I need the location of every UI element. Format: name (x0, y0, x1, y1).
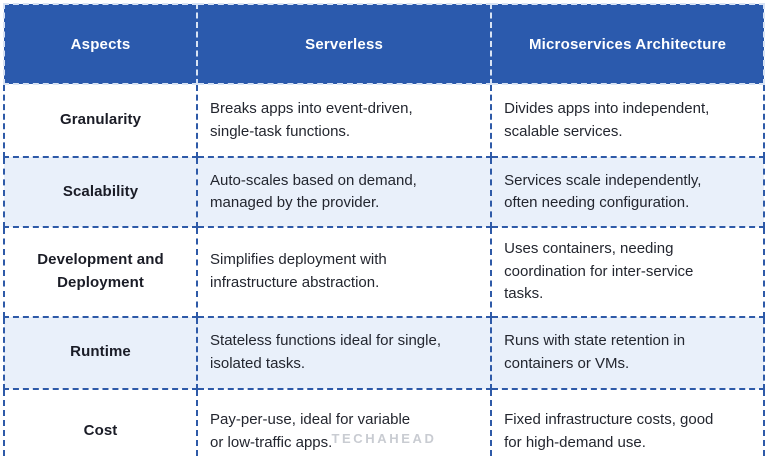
serverless-cell: Breaks apps into event-driven, single-ta… (196, 83, 493, 158)
microservices-cell: Services scale independently, often need… (490, 156, 765, 228)
microservices-cell: Uses containers, needing coordination fo… (490, 226, 765, 318)
serverless-cell: Stateless functions ideal for single, is… (196, 315, 493, 390)
microservices-cell: Fixed infrastructure costs, good for hig… (490, 387, 765, 457)
serverless-cell: Auto-scales based on demand, managed by … (196, 156, 493, 228)
aspect-cell: Scalability (2, 156, 199, 228)
aspect-cell: Granularity (2, 83, 199, 158)
table-row-scalability: Scalability Auto-scales based on demand,… (2, 156, 765, 228)
column-header-microservices: Microservices Architecture (490, 3, 765, 85)
microservices-cell: Runs with state retention in containers … (490, 315, 765, 390)
serverless-cell: Pay-per-use, ideal for variable or low-t… (196, 387, 493, 457)
comparison-table: Aspects Serverless Microservices Archite… (2, 3, 765, 457)
aspect-cell: Development and Deployment (2, 226, 199, 318)
microservices-cell: Divides apps into independent, scalable … (490, 83, 765, 158)
header-row: Aspects Serverless Microservices Archite… (2, 3, 765, 85)
column-header-aspects: Aspects (2, 3, 199, 85)
table-row-cost: Cost Pay-per-use, ideal for variable or … (2, 387, 765, 457)
column-header-serverless: Serverless (196, 3, 493, 85)
serverless-cell: Simplifies deployment with infrastructur… (196, 226, 493, 318)
table-row-development-deployment: Development and Deployment Simplifies de… (2, 226, 765, 318)
aspect-cell: Runtime (2, 315, 199, 390)
aspect-cell: Cost (2, 387, 199, 457)
table-row-granularity: Granularity Breaks apps into event-drive… (2, 83, 765, 158)
table-row-runtime: Runtime Stateless functions ideal for si… (2, 315, 765, 390)
